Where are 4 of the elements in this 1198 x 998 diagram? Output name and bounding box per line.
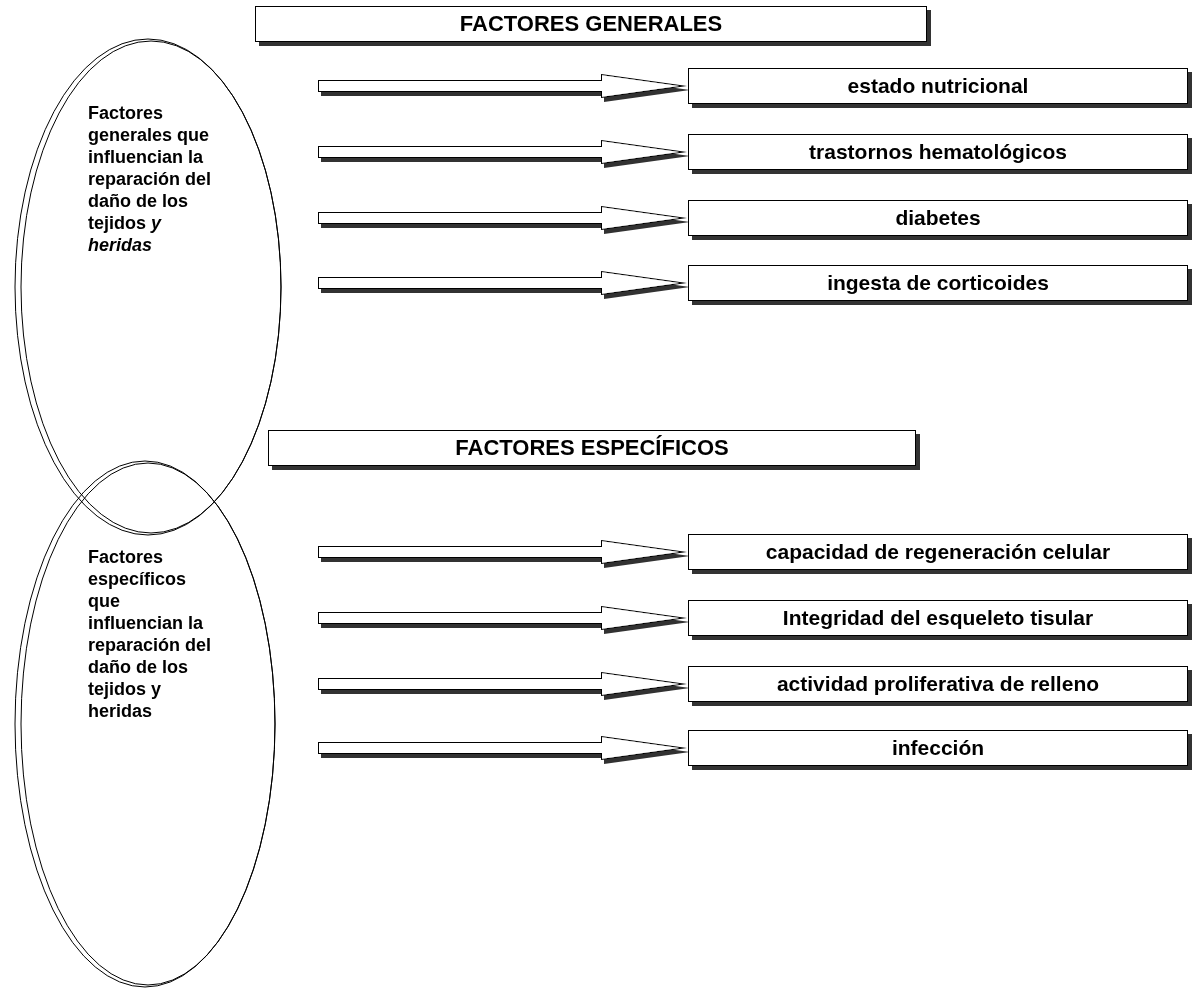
oval bbox=[14, 38, 282, 536]
oval-text: Factores específicos que influencian la reparación del daño de los tejidos y heridas bbox=[88, 546, 212, 722]
oval-text: Factores generales que influencian la reparación del daño de los tejidos y heridas bbox=[88, 102, 212, 256]
oval bbox=[14, 460, 276, 988]
